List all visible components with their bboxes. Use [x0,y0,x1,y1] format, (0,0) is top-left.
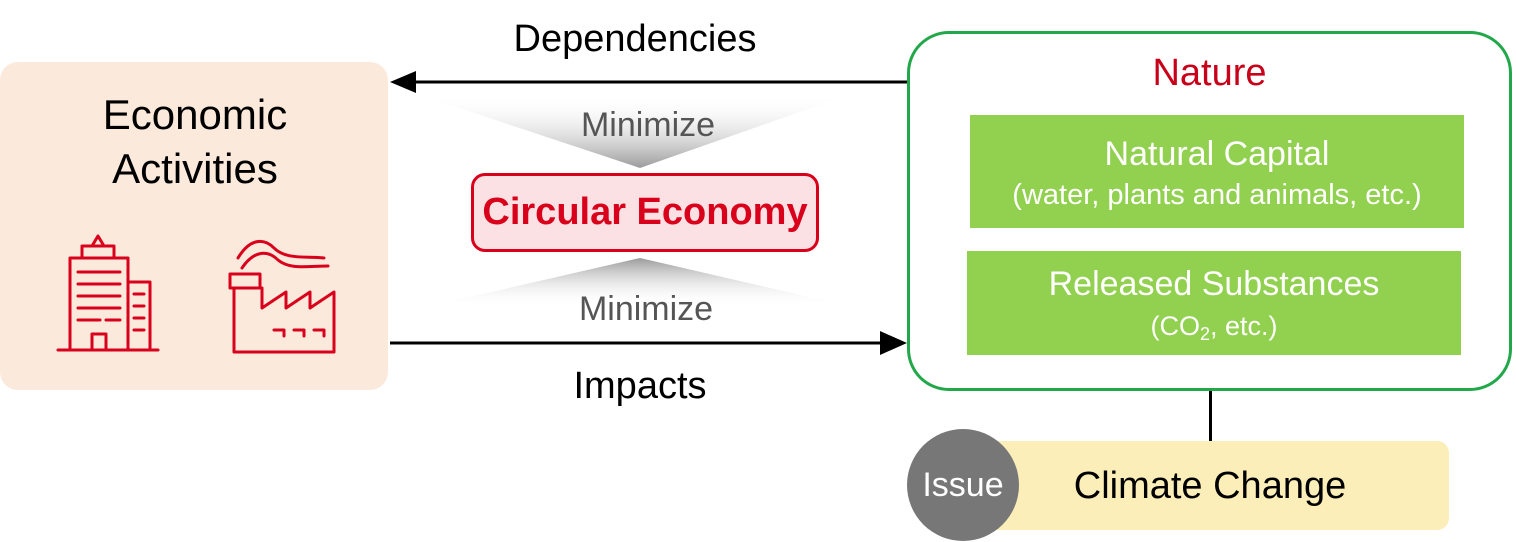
economic-title-line2: Activities [112,145,278,192]
nature-title: Nature [1152,52,1267,94]
dependencies-label: Dependencies [513,18,757,60]
released-substances-box: Released Substances (CO2, etc.) [967,251,1461,355]
released-sub-subscript: 2 [1199,324,1210,344]
released-sub-prefix: (CO [1150,311,1200,341]
released-sub-suffix: , etc.) [1210,311,1278,341]
circular-economy-box: Circular Economy [471,173,819,252]
released-substances-title: Released Substances [1048,265,1380,303]
minimize-top-funnel [420,95,848,168]
building-icon [56,234,160,352]
economic-activities-title: Economic Activities [0,88,390,196]
economic-title-line1: Economic [102,91,288,138]
climate-change-box [965,441,1449,530]
impacts-label: Impacts [573,365,707,407]
issue-badge: Issue [907,429,1019,541]
factory-icon [228,239,336,354]
released-substances-subtitle: (CO2, etc.) [967,311,1461,345]
natural-capital-title: Natural Capital [1104,135,1330,173]
minimize-top-label: Minimize [580,106,716,144]
nature-issue-connector [1209,391,1212,441]
climate-change-label: Climate Change [1073,465,1347,507]
natural-capital-subtitle: (water, plants and animals, etc.) [1012,179,1422,211]
minimize-bottom-label: Minimize [578,290,714,328]
natural-capital-box: Natural Capital (water, plants and anima… [970,115,1464,228]
dependencies-arrow-head [390,71,416,93]
minimize-bottom-funnel [430,258,848,306]
circular-economy-label: Circular Economy [482,191,808,233]
impacts-arrow-head [880,331,907,355]
